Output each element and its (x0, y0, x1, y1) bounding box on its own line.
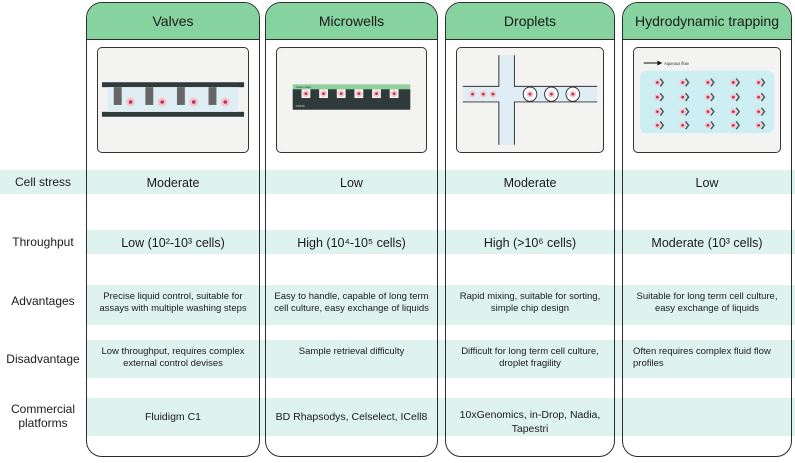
row-band-advantages (86, 285, 795, 325)
trap-cell (704, 120, 715, 130)
microwells-advantages: Easy to handle, capable of long term cel… (274, 291, 429, 314)
column-title: Droplets (446, 3, 614, 40)
column-title: Valves (87, 3, 259, 40)
microwells-stress: Low (340, 176, 363, 190)
hydrodynamic-stress: Low (695, 176, 719, 190)
trap-cell (755, 92, 766, 102)
valves-disadvantage: Low throughput, requires complex externa… (101, 346, 245, 369)
trap-cell (679, 107, 690, 117)
hydrodynamic-throughput: Moderate (10³ cells) (651, 236, 763, 250)
microwells-throughput: High (10⁴-10⁵ cells) (297, 236, 406, 250)
trap-cell (654, 107, 665, 117)
valves-advantages: Precise liquid control, suitable for ass… (99, 291, 247, 314)
column-card-hydrodynamic: Hydrodynamic trapping Aqueous flow Low M… (622, 2, 792, 457)
trap-cell (679, 92, 690, 102)
valves-stress: Moderate (146, 176, 200, 190)
trap-cell (730, 107, 741, 117)
aqueous-flow-label: Aqueous flow (664, 61, 689, 66)
trap-cell (730, 120, 741, 130)
row-label-advantages: Advantages (11, 294, 75, 308)
hydrodynamic-disadvantage: Often requires complex fluid flow profil… (633, 346, 771, 369)
trap-cell (679, 78, 690, 87)
row-band-disadvantage (86, 340, 795, 378)
trap-cell (755, 107, 766, 117)
row-label-disadvantage: Disadvantage (6, 352, 80, 366)
column-card-valves: Valves Moderate Low (10²-10³ cells) Prec… (86, 2, 260, 457)
trap-cell (755, 120, 766, 130)
droplets-illustration (456, 47, 604, 153)
microwells-illustration: Glass slide PDMS (276, 47, 427, 153)
valves-commercial: Fluidigm C1 (144, 411, 202, 423)
droplets-disadvantage: Difficult for long term cell culture, dr… (461, 346, 599, 369)
trap-cell (730, 92, 741, 102)
trap-cell (704, 92, 715, 102)
row-band-throughput (86, 230, 795, 254)
hydrodynamic-illustration: Aqueous flow (633, 47, 781, 153)
trap-cell (704, 107, 715, 117)
row-label-commercial: Commercial platforms (10, 402, 75, 430)
trap-cell (704, 78, 715, 87)
glass-slide-label: Glass slide (296, 85, 312, 89)
column-title: Microwells (266, 3, 437, 40)
valves-throughput: Low (10²-10³ cells) (121, 236, 225, 250)
pdms-label: PDMS (296, 104, 305, 108)
trap-cell (679, 120, 690, 130)
row-label-throughput: Throughput (12, 235, 74, 249)
row-label-stress: Cell stress (14, 175, 71, 189)
column-title: Hydrodynamic trapping (623, 3, 791, 40)
column-card-droplets: Droplets Moderate High (>10⁶ cells) Rapi… (445, 2, 615, 457)
trap-cell (654, 92, 665, 102)
trap-cell (654, 78, 665, 87)
hydrodynamic-advantages: Suitable for long term cell culture, eas… (636, 291, 778, 314)
row-band-stress (0, 170, 795, 194)
valves-illustration (97, 47, 249, 153)
droplets-advantages: Rapid mixing, suitable for sorting, simp… (459, 291, 601, 314)
droplets-stress: Moderate (503, 176, 557, 190)
trap-cell (730, 78, 741, 87)
microwells-disadvantage: Sample retrieval difficulty (298, 346, 405, 357)
trap-cell (654, 120, 665, 130)
microwells-commercial: BD Rhapsodys, Celselect, ICell8 (275, 411, 428, 423)
column-card-microwells: Microwells Glass slide PDMS Low High (10… (265, 2, 438, 457)
droplets-commercial: 10xGenomics, in-Drop, Nadia, Tapestri (459, 409, 601, 435)
droplets-throughput: High (>10⁶ cells) (483, 236, 577, 250)
trap-cell (755, 78, 766, 87)
row-band-commercial (86, 398, 795, 436)
